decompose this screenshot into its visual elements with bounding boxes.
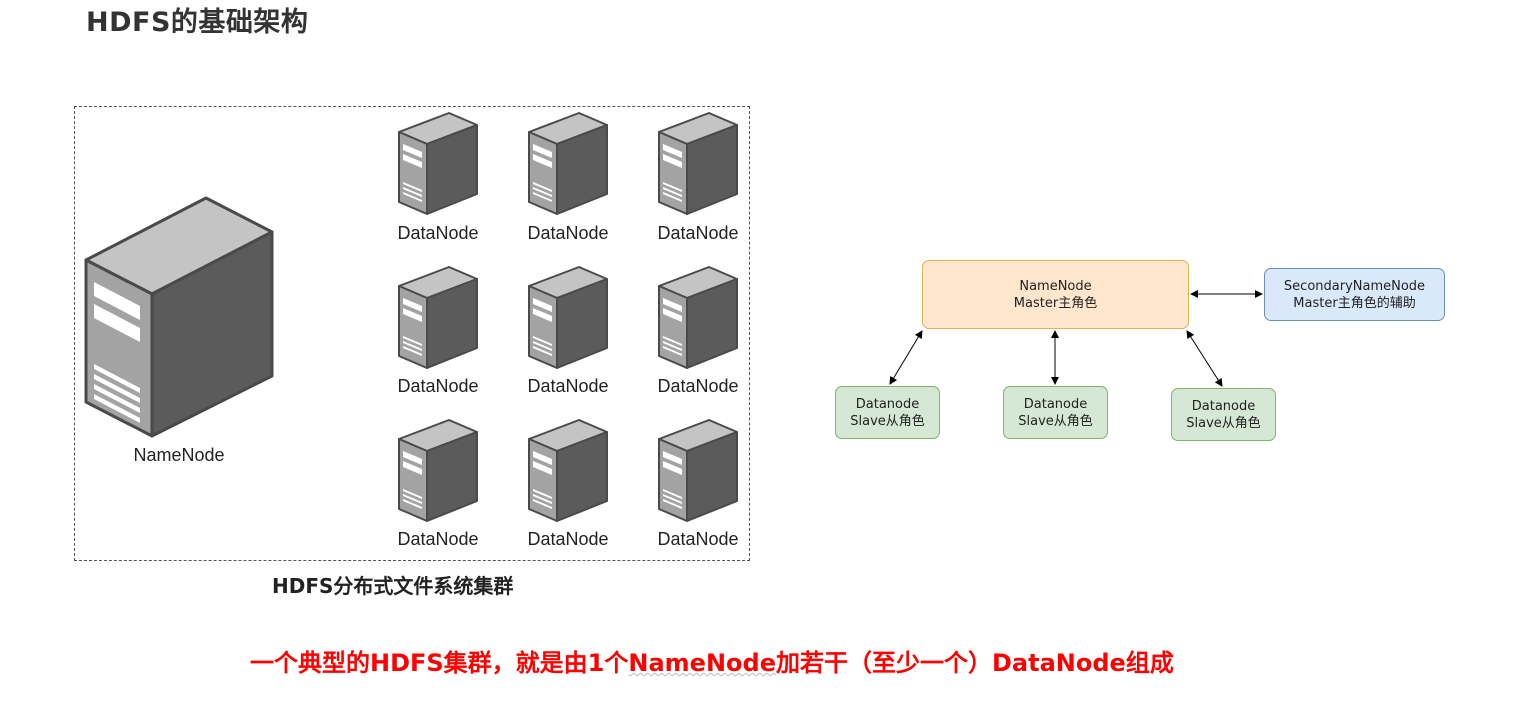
summary-before: 一个典型的HDFS集群，就是由1个 xyxy=(250,649,629,677)
page-title: HDFS的基础架构 xyxy=(86,7,309,38)
master-slave3-arrow xyxy=(1186,330,1223,387)
namenode-server-icon xyxy=(84,196,274,438)
cluster-caption: HDFS分布式文件系统集群 xyxy=(272,574,514,598)
slave-role-desc: Slave从角色 xyxy=(850,413,925,429)
master-slave1-arrow xyxy=(889,330,923,385)
datanode-label: DataNode xyxy=(527,223,609,243)
cluster-boundary xyxy=(74,106,750,561)
datanode-label: DataNode xyxy=(397,376,479,396)
slave-role-title: Datanode xyxy=(1191,398,1256,414)
slave-role-desc: Slave从角色 xyxy=(1186,415,1261,431)
datanode-server-icon xyxy=(658,266,738,369)
secondary-role-title: SecondaryNameNode xyxy=(1283,278,1426,294)
datanode-server-icon xyxy=(398,266,478,369)
datanode-server-icon xyxy=(528,419,608,522)
datanode-label: DataNode xyxy=(657,529,739,549)
datanode-label: DataNode xyxy=(657,376,739,396)
datanode-label: DataNode xyxy=(397,223,479,243)
master-role-box: NameNode Master主角色 xyxy=(922,260,1189,329)
summary-after: 加若干（至少一个）DataNode组成 xyxy=(776,649,1174,677)
slave-role-desc: Slave从角色 xyxy=(1018,413,1093,429)
datanode-server-icon xyxy=(658,112,738,215)
slave-role-title: Datanode xyxy=(855,396,920,412)
datanode-label: DataNode xyxy=(397,529,479,549)
datanode-server-icon xyxy=(528,112,608,215)
secondary-role-desc: Master主角色的辅助 xyxy=(1293,295,1416,311)
slave-role-box: Datanode Slave从角色 xyxy=(1171,388,1276,441)
summary-highlight: NameNode xyxy=(628,649,776,677)
datanode-server-icon xyxy=(658,419,738,522)
slave-role-box: Datanode Slave从角色 xyxy=(1003,386,1108,439)
datanode-server-icon xyxy=(398,419,478,522)
slave-role-box: Datanode Slave从角色 xyxy=(835,386,940,439)
master-role-title: NameNode xyxy=(1019,278,1092,294)
datanode-label: DataNode xyxy=(527,529,609,549)
master-role-desc: Master主角色 xyxy=(1013,295,1098,311)
namenode-label: NameNode xyxy=(133,445,225,465)
secondary-role-box: SecondaryNameNode Master主角色的辅助 xyxy=(1264,268,1445,321)
datanode-label: DataNode xyxy=(527,376,609,396)
datanode-label: DataNode xyxy=(657,223,739,243)
slave-role-title: Datanode xyxy=(1023,396,1088,412)
datanode-server-icon xyxy=(398,112,478,215)
datanode-server-icon xyxy=(528,266,608,369)
summary-text: 一个典型的HDFS集群，就是由1个NameNode加若干（至少一个）DataNo… xyxy=(250,643,1174,678)
